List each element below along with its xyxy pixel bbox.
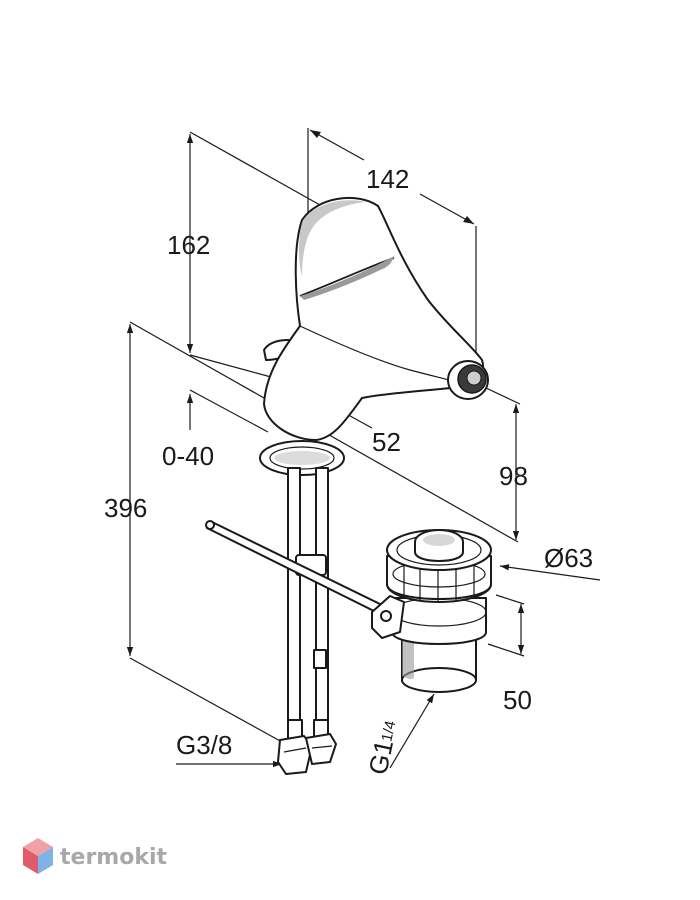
waste-assembly bbox=[371, 529, 492, 693]
mounting-and-hoses bbox=[259, 440, 345, 775]
dimension-142-label: 142 bbox=[366, 164, 409, 194]
dimension-142: 142 bbox=[307, 128, 477, 390]
dimension-1-4-label: 1/4 bbox=[378, 719, 399, 743]
dimension-98-label: 98 bbox=[499, 461, 528, 491]
dimension-0-40-label: 0-40 bbox=[162, 441, 214, 471]
termokit-logo: termokit bbox=[23, 838, 167, 874]
dimension-52-label: 52 bbox=[372, 427, 401, 457]
dimension-396-label: 396 bbox=[104, 493, 147, 523]
dimension-50-label: 50 bbox=[503, 685, 532, 715]
dimension-162-label: 162 bbox=[167, 230, 210, 260]
dimension-diameter-63: Ø63 bbox=[499, 543, 601, 581]
termokit-logo-text: termokit bbox=[60, 845, 167, 870]
dimension-g1-1-4: G1 1/4 bbox=[363, 693, 435, 777]
dimension-g3-8: G3/8 bbox=[176, 730, 282, 768]
dimension-g3-8-label: G3/8 bbox=[176, 730, 232, 760]
dimension-162: 162 bbox=[167, 131, 321, 381]
dimension-diameter-63-label: Ø63 bbox=[544, 543, 593, 573]
mixer-body bbox=[263, 196, 489, 441]
dimension-98: 98 bbox=[485, 387, 528, 540]
termokit-logo-mark bbox=[23, 838, 53, 874]
dimension-50: 50 bbox=[487, 594, 532, 715]
logo-mark-left bbox=[23, 847, 38, 874]
dimension-g1-label: G1 bbox=[363, 737, 400, 777]
logo-mark-right bbox=[38, 847, 53, 874]
dimension-0-40: 0-40 bbox=[162, 389, 269, 471]
